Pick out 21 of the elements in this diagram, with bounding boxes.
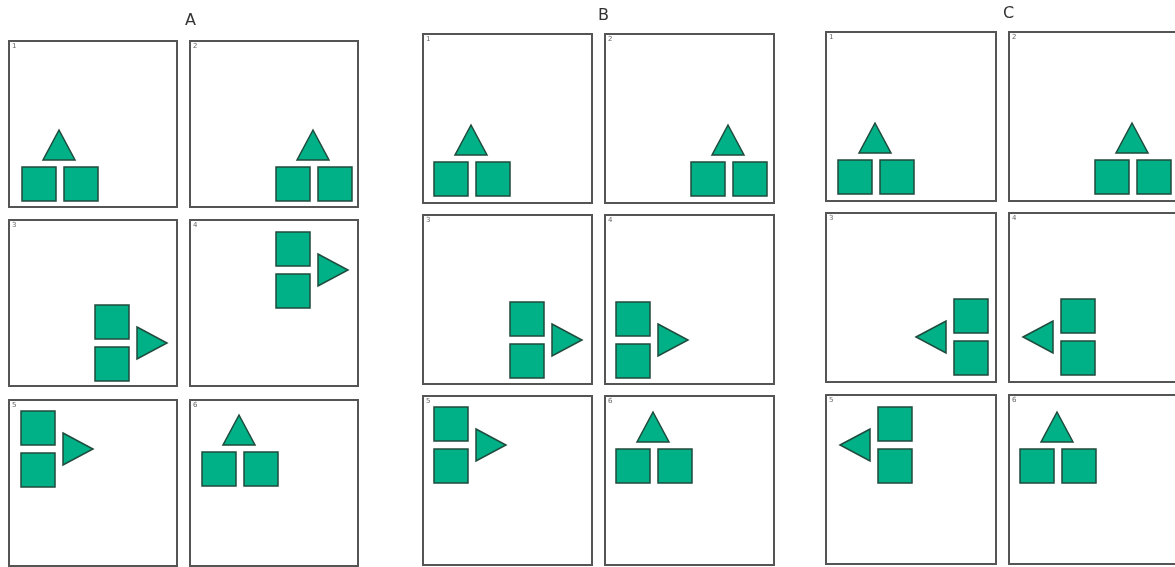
panel-heading: C — [1003, 4, 1015, 22]
frame-box — [189, 399, 359, 567]
frame-box — [604, 214, 775, 385]
frame-box — [422, 395, 593, 566]
frame-box — [189, 219, 359, 387]
frame-box — [825, 212, 997, 383]
frame-box — [1008, 212, 1175, 383]
frame-box — [422, 33, 593, 204]
frame-box — [825, 394, 997, 565]
frame-box — [825, 31, 997, 202]
frame-box — [8, 399, 178, 567]
panel-heading: A — [185, 11, 196, 29]
panel-heading: B — [598, 6, 609, 24]
frame-box — [604, 395, 775, 566]
frame-box — [604, 33, 775, 204]
frame-box — [422, 214, 593, 385]
frame-box — [1008, 394, 1175, 565]
frame-box — [8, 219, 178, 387]
frame-box — [8, 40, 178, 208]
frame-box — [189, 40, 359, 208]
frame-box — [1008, 31, 1175, 202]
